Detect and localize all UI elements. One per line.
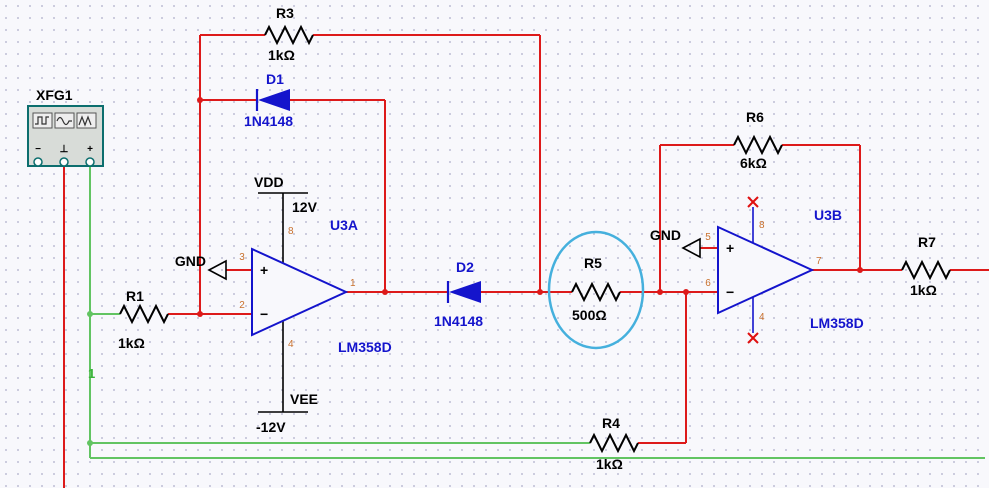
net-wires-green[interactable]	[89, 166, 985, 459]
xfg1-minus-terminal[interactable]	[33, 157, 43, 167]
diode-triangle[interactable]	[258, 89, 290, 111]
function-generator-xfg1[interactable]: XFG1 − ⊥ +	[27, 87, 104, 167]
opamp-minus-sign: −	[726, 284, 734, 300]
resistor-R5[interactable]: R5 500Ω	[571, 255, 621, 323]
diode-triangle[interactable]	[449, 281, 481, 303]
ground-flag-icon	[207, 259, 227, 281]
error-x-icon	[747, 196, 759, 208]
resistor-symbol[interactable]	[733, 136, 783, 154]
r4-value-label: 1kΩ	[596, 456, 623, 472]
u3a-pin8: 8	[288, 226, 294, 237]
r7-ref-label: R7	[918, 234, 936, 250]
error-x-icon	[747, 332, 759, 344]
junction-dot	[197, 97, 203, 103]
u3b-pin7: 7	[816, 256, 822, 267]
resistor-R3[interactable]: R3 1kΩ	[264, 5, 314, 63]
opamp-U3B[interactable]: + − 5 6 7 8 4 U3B LM358D	[705, 196, 864, 344]
junction-dot	[683, 289, 689, 295]
junction-dots	[87, 97, 863, 446]
d2-ref-label: D2	[456, 259, 474, 275]
r4-ref-label: R4	[602, 415, 620, 431]
r1-ref-label: R1	[126, 288, 144, 304]
u3b-pin6: 6	[705, 278, 711, 289]
u3a-pin1: 1	[350, 278, 356, 289]
r5-ref-label: R5	[584, 255, 602, 271]
r7-value-label: 1kΩ	[910, 282, 937, 298]
net-label-1: 1	[88, 366, 95, 381]
u3a-pin4: 4	[288, 339, 294, 350]
resistor-R1[interactable]: R1 1kΩ	[118, 288, 169, 351]
diode-D1[interactable]: D1 1N4148	[244, 71, 293, 129]
ground-flag-icon	[681, 237, 701, 259]
triangle-wave-glyph	[78, 115, 92, 127]
xfg1-common-terminal[interactable]	[59, 157, 69, 167]
net-wires-red[interactable]	[63, 34, 989, 488]
resistor-symbol[interactable]	[264, 26, 314, 44]
junction-dot	[87, 440, 93, 446]
xfg1-minus-terminal-label: −	[35, 144, 41, 155]
gnd-flag-u3b[interactable]: GND	[650, 227, 701, 259]
d2-value-label: 1N4148	[434, 313, 483, 329]
opamp-triangle[interactable]	[251, 247, 349, 337]
opamp-triangle[interactable]	[717, 225, 815, 315]
u3a-value-label: LM358D	[338, 339, 392, 355]
vdd-label: VDD	[254, 174, 284, 190]
d1-ref-label: D1	[266, 71, 284, 87]
xfg1-plus-terminal-label: +	[87, 144, 93, 155]
junction-dot	[537, 289, 543, 295]
highlight-ellipse[interactable]	[547, 230, 645, 350]
r3-ref-label: R3	[276, 5, 294, 21]
resistor-symbol[interactable]	[119, 305, 169, 323]
u3b-ref-label: U3B	[814, 207, 842, 223]
r6-ref-label: R6	[746, 109, 764, 125]
junction-dot	[857, 267, 863, 273]
opamp-minus-sign: −	[260, 306, 268, 322]
sine-wave-glyph	[56, 116, 72, 126]
resistor-symbol[interactable]	[571, 283, 621, 301]
vee-value-label: -12V	[256, 419, 286, 435]
d1-value-label: 1N4148	[244, 113, 293, 129]
resistor-R4[interactable]: R4 1kΩ	[589, 415, 639, 472]
junction-dot	[87, 311, 93, 317]
u3a-ref-label: U3A	[330, 217, 358, 233]
u3b-pin8: 8	[759, 220, 765, 231]
junction-dot	[382, 289, 388, 295]
u3b-pin4: 4	[759, 312, 765, 323]
opamp-plus-sign: +	[726, 240, 734, 256]
u3b-pin5: 5	[705, 232, 711, 243]
vee-label: VEE	[290, 391, 318, 407]
square-wave-glyph	[35, 116, 49, 125]
junction-dot	[197, 311, 203, 317]
diode-D2[interactable]: D2 1N4148	[434, 259, 483, 329]
r1-value-label: 1kΩ	[118, 335, 145, 351]
u3b-value-label: LM358D	[810, 315, 864, 331]
opamp-U3A[interactable]: + − 3 2 1 8 4 U3A LM358D	[239, 192, 392, 413]
gnd-label-u3a: GND	[175, 253, 206, 269]
resistor-symbol[interactable]	[589, 434, 639, 452]
r3-value-label: 1kΩ	[268, 47, 295, 63]
u3a-pin3: 3	[239, 252, 245, 263]
junction-dot	[657, 289, 663, 295]
opamp-plus-sign: +	[260, 262, 268, 278]
gnd-flag-u3a[interactable]: GND	[175, 253, 227, 281]
xfg1-ref-label: XFG1	[36, 87, 73, 103]
vdd-value-label: 12V	[292, 199, 318, 215]
sine-wave-icon	[54, 112, 75, 129]
r5-value-label: 500Ω	[572, 307, 607, 323]
u3a-pin2: 2	[239, 300, 245, 311]
xfg1-common-terminal-label: ⊥	[60, 144, 69, 155]
xfg1-plus-terminal[interactable]	[85, 157, 95, 167]
gnd-label-u3b: GND	[650, 227, 681, 243]
resistor-R7[interactable]: R7 1kΩ	[901, 234, 951, 298]
r6-value-label: 6kΩ	[740, 155, 767, 171]
resistor-R6[interactable]: R6 6kΩ	[733, 109, 783, 171]
resistor-symbol[interactable]	[901, 261, 951, 279]
